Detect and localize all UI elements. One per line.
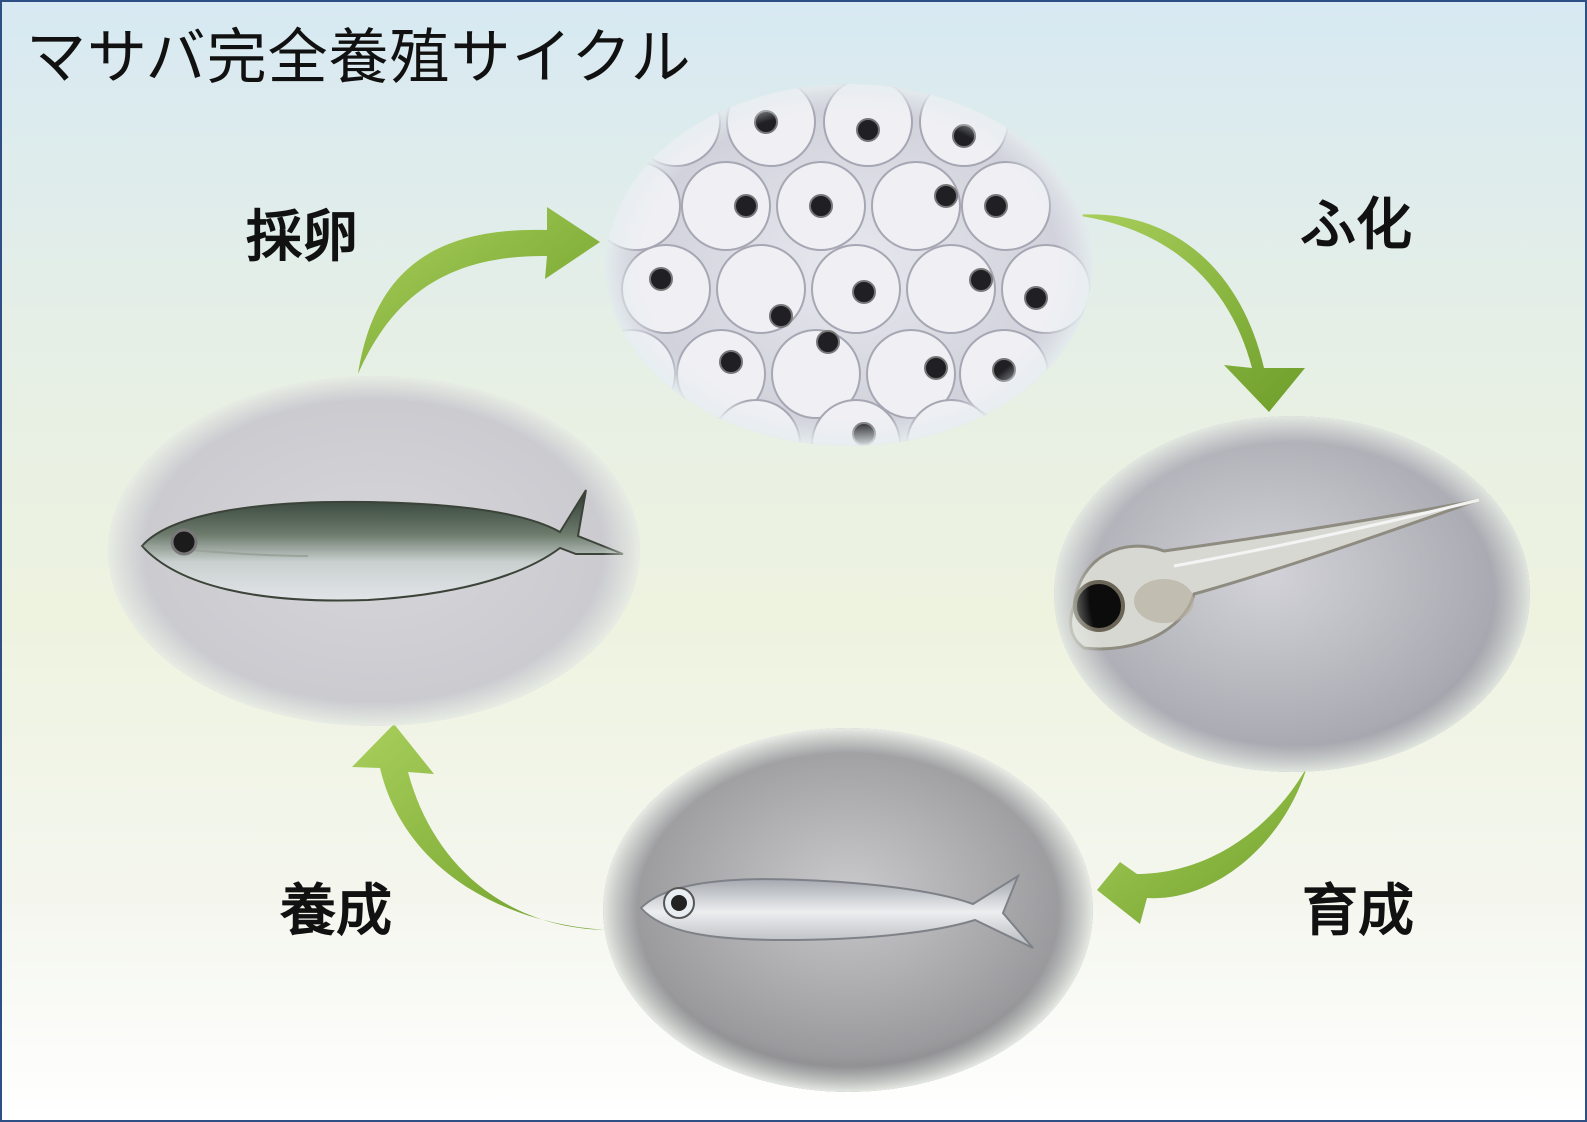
arrow-rearing [1097, 767, 1307, 924]
larva-photo [1054, 416, 1530, 772]
juvenile-photo [603, 728, 1093, 1092]
stage-label-culturing: 養成 [280, 879, 392, 944]
stage-label-hatching: ふ化 [1300, 193, 1412, 258]
eggs-photo [606, 84, 1092, 446]
stage-label-spawning: 採卵 [246, 205, 358, 270]
stage-label-rearing: 育成 [1302, 879, 1414, 944]
diagram-title: マサバ完全養殖サイクル [26, 23, 692, 93]
arrow-spawning [358, 207, 600, 374]
arrow-culturing [352, 724, 605, 930]
adult-mackerel-photo [108, 376, 640, 726]
arrow-hatching [1074, 214, 1305, 412]
